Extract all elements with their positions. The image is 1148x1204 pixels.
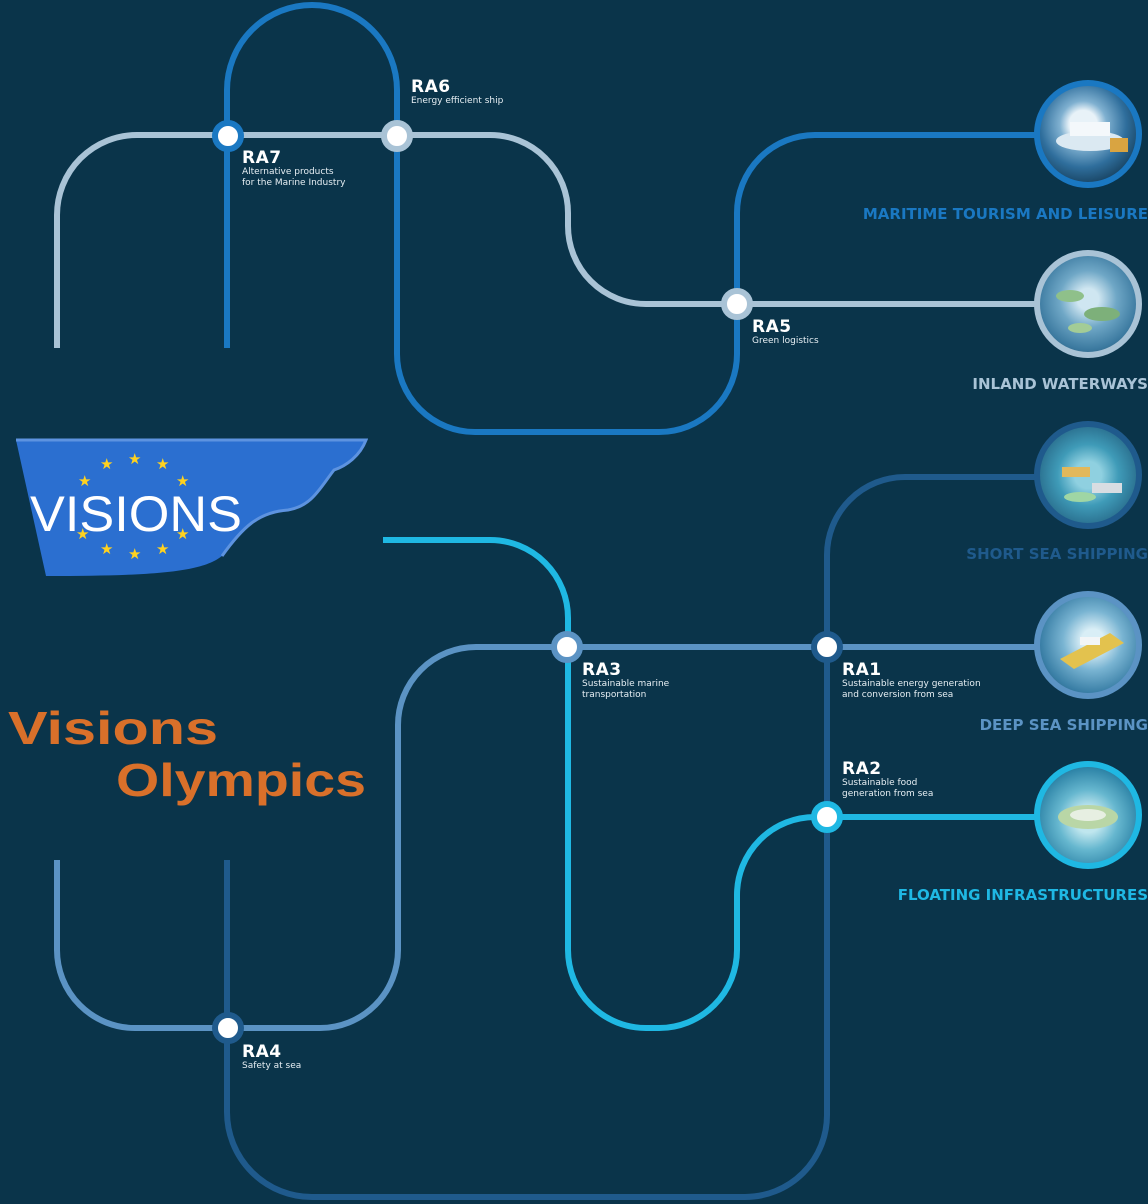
- visions-logo-text: VISIONS: [30, 486, 242, 542]
- short-sea-shipping-picture: [1034, 421, 1142, 529]
- node-ra7-label: RA7 Alternative products for the Marine …: [242, 150, 345, 189]
- node-code: RA2: [842, 759, 882, 779]
- node-ra5-dot: [721, 288, 753, 320]
- node-desc: Energy efficient ship: [411, 96, 504, 106]
- node-ra3-dot: [551, 631, 583, 663]
- sector-label-short-sea-shipping: SHORT SEA SHIPPING: [966, 545, 1148, 563]
- eu-star-icon: ★: [128, 545, 141, 563]
- maritime-tourism-picture: [1034, 80, 1142, 188]
- node-ra2-dot: [811, 801, 843, 833]
- sector-label-text: SHORT SEA SHIPPING: [966, 545, 1148, 563]
- node-desc: Green logistics: [752, 336, 819, 346]
- visions-logo-flag: [16, 440, 366, 576]
- eu-star-icon: ★: [76, 525, 89, 543]
- visions-logo-flag-edge: [16, 438, 368, 557]
- node-ra2-label: RA2 Sustainable food generation from sea: [842, 761, 933, 800]
- node-code: RA5: [752, 317, 792, 337]
- visions-olympics-line1: Visions: [8, 702, 218, 754]
- line-deep-sea-shipping: [54, 644, 1036, 1031]
- eu-star-icon: ★: [176, 472, 189, 490]
- sector-label-floating-infrastructures: FLOATING INFRASTRUCTURES: [898, 886, 1148, 904]
- node-ra1-label: RA1 Sustainable energy generation and co…: [842, 662, 981, 701]
- node-code: RA7: [242, 148, 282, 168]
- line-inland-waterways: [54, 132, 1036, 348]
- eu-star-icon: ★: [128, 450, 141, 468]
- sector-label-text: FLOATING INFRASTRUCTURES: [897, 886, 1148, 904]
- node-code: RA3: [582, 660, 622, 680]
- node-desc: Sustainable food generation from sea: [842, 778, 934, 799]
- line-short-sea-shipping: [224, 474, 1036, 1200]
- node-ra7-dot: [212, 120, 244, 152]
- node-code: RA6: [411, 77, 451, 97]
- node-ra4-dot: [212, 1012, 244, 1044]
- sector-label-deep-sea-shipping: DEEP SEA SHIPPING: [980, 716, 1148, 734]
- node-ra6-dot: [381, 120, 413, 152]
- node-desc: Sustainable marine transportation: [582, 679, 670, 700]
- node-ra6-label: RA6 Energy efficient ship: [411, 79, 503, 107]
- node-desc: Sustainable energy generation and conver…: [842, 679, 981, 700]
- visions-olympics-line2: Olympics: [116, 754, 366, 806]
- node-ra1-dot: [811, 631, 843, 663]
- sector-label-inland-waterways: INLAND WATERWAYS: [972, 375, 1148, 393]
- line-floating-infrastructures: [383, 537, 1036, 1031]
- sector-label-text: MARITIME TOURISM AND LEISURE: [862, 205, 1148, 223]
- eu-star-icon: ★: [156, 455, 169, 473]
- inland-waterways-picture: [1034, 250, 1142, 358]
- sector-label-text: DEEP SEA SHIPPING: [979, 716, 1148, 734]
- sector-label-maritime-tourism: MARITIME TOURISM AND LEISURE: [863, 205, 1148, 223]
- eu-star-icon: ★: [100, 540, 113, 558]
- visions-olympics-logo: Visions Olympics: [8, 702, 366, 806]
- eu-star-icon: ★: [100, 455, 113, 473]
- deep-sea-shipping-picture: [1034, 591, 1142, 699]
- eu-star-icon: ★: [156, 540, 169, 558]
- floating-infrastructures-picture: [1034, 761, 1142, 869]
- node-code: RA1: [842, 660, 882, 680]
- node-ra3-label: RA3 Sustainable marine transportation: [582, 662, 669, 701]
- node-desc: Safety at sea: [242, 1061, 302, 1071]
- eu-star-icon: ★: [78, 472, 91, 490]
- node-ra4-label: RA4 Safety at sea: [242, 1044, 301, 1072]
- sector-label-text: INLAND WATERWAYS: [972, 375, 1148, 393]
- node-desc: Alternative products for the Marine Indu…: [242, 167, 346, 188]
- visions-logo: ★ ★ ★ ★ ★ ★ ★ ★ ★ ★ VISIONS: [16, 438, 368, 576]
- eu-star-icon: ★: [176, 525, 189, 543]
- node-code: RA4: [242, 1042, 282, 1062]
- node-ra5-label: RA5 Green logistics: [752, 319, 819, 347]
- line-maritime-tourism: [224, 2, 1036, 435]
